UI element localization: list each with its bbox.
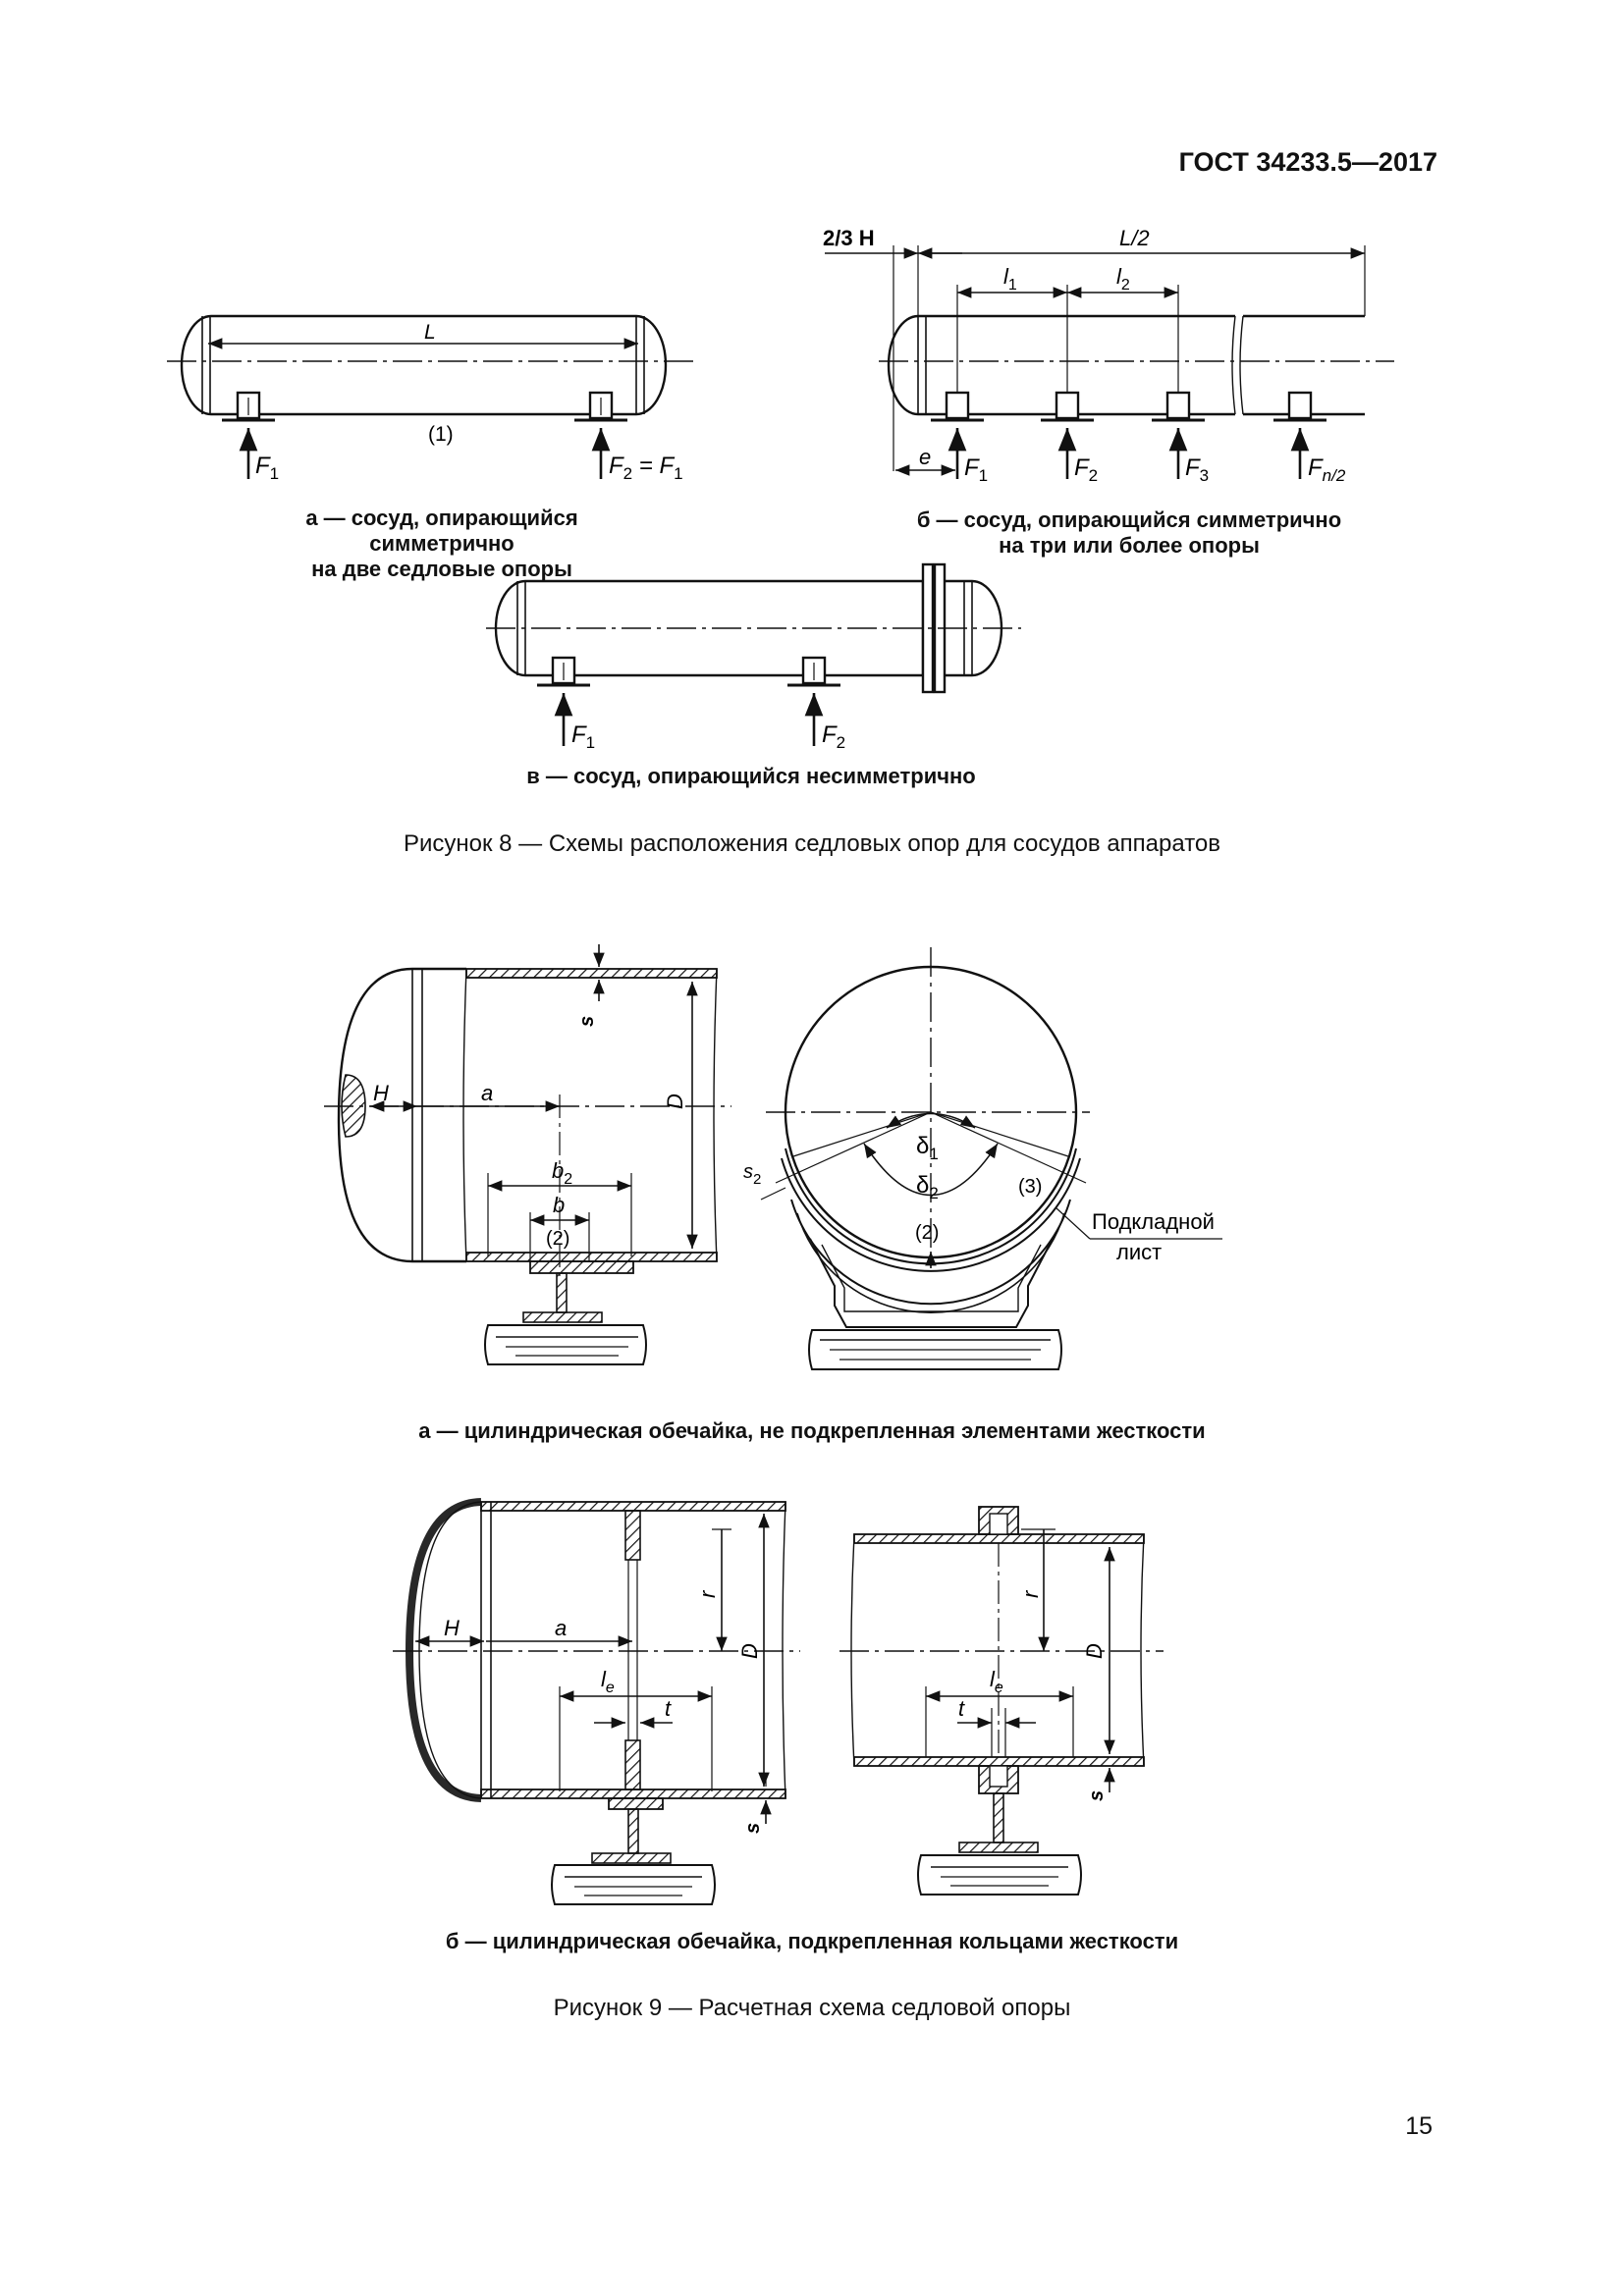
figure9b-side-view	[393, 1498, 800, 1905]
figure9a-cross-section	[760, 947, 1222, 1370]
svg-text:δ2: δ2	[916, 1172, 939, 1202]
force-F2-label: F	[609, 453, 624, 479]
dim-s-9b: s	[742, 1823, 764, 1834]
figure9a-side-view	[324, 944, 731, 1365]
svg-text:F2: F2	[822, 721, 845, 752]
svg-text:F3: F3	[1185, 454, 1209, 485]
dim-s-9a: s	[576, 1016, 598, 1027]
angle-delta1: δ	[916, 1133, 929, 1159]
dim-s2: s	[743, 1161, 753, 1183]
dim-le-ring: l	[990, 1667, 996, 1691]
figure9-title: Рисунок 9 — Расчетная схема седловой опо…	[553, 1995, 1071, 2021]
force-F2b: F	[1074, 454, 1090, 481]
svg-text:F1: F1	[571, 721, 595, 752]
svg-text:b2: b2	[552, 1158, 572, 1188]
dim-a-9a: a	[481, 1081, 493, 1105]
dim-t-ring: t	[958, 1696, 965, 1721]
standard-header: ГОСТ 34233.5—2017	[1178, 147, 1437, 177]
figure8b-drawing	[825, 245, 1394, 479]
figure9b-ring-view	[839, 1506, 1164, 1896]
svg-text:F2 = F1: F2 = F1	[609, 453, 683, 483]
pad-label-line1: Подкладной	[1092, 1209, 1215, 1234]
dim-b: b	[553, 1193, 565, 1217]
mark-1: (1)	[428, 423, 454, 446]
force-F1c: F	[571, 721, 587, 748]
force-Fn: F	[1308, 454, 1324, 481]
svg-text:l1: l1	[1003, 264, 1017, 294]
pad-label-line2: лист	[1116, 1240, 1162, 1264]
svg-text:F1: F1	[255, 453, 279, 483]
dim-D-9b: D	[737, 1643, 762, 1659]
mark-2-section: (2)	[915, 1222, 939, 1244]
caption-8b: б — сосуд, опирающийся симметрично на тр…	[916, 507, 1342, 558]
dim-s-ring: s	[1086, 1790, 1108, 1801]
svg-text:δ1: δ1	[916, 1133, 939, 1163]
dim-D-ring: D	[1082, 1643, 1107, 1659]
svg-text:le: le	[601, 1667, 615, 1696]
caption-9b: б — цилиндрическая обечайка, подкрепленн…	[445, 1929, 1179, 1953]
dim-H-9a: H	[373, 1081, 389, 1105]
force-F2c: F	[822, 721, 838, 748]
figure8-title: Рисунок 8 — Схемы расположения седловых …	[403, 830, 1221, 857]
mark-2: (2)	[546, 1228, 569, 1250]
dim-L-half: L/2	[1119, 226, 1150, 250]
mark-3: (3)	[1018, 1176, 1042, 1198]
svg-text:F2: F2	[1074, 454, 1098, 485]
dim-two-thirds-H: 2/3 H	[823, 226, 875, 250]
dim-r-ring: r	[1018, 1589, 1043, 1598]
page-number: 15	[1405, 2112, 1433, 2140]
figure8c-drawing	[486, 562, 1021, 746]
dim-t-9b: t	[665, 1696, 672, 1721]
svg-text:Fn/2: Fn/2	[1308, 454, 1346, 485]
svg-text:s2: s2	[743, 1161, 761, 1188]
dim-a-9b: a	[555, 1616, 567, 1640]
angle-delta2: δ	[916, 1172, 929, 1199]
caption-8a: а — сосуд, опирающийся симметрично на дв…	[305, 506, 578, 581]
dim-r-9b: r	[695, 1589, 720, 1598]
svg-text:le: le	[990, 1667, 1003, 1696]
dim-le-9b: l	[601, 1667, 607, 1691]
force-F1-label: F	[255, 453, 271, 479]
force-F3b: F	[1185, 454, 1201, 481]
figure8a-drawing	[167, 314, 697, 479]
caption-9a: а — цилиндрическая обечайка, не подкрепл…	[418, 1418, 1206, 1443]
dim-b2: b	[552, 1158, 564, 1183]
dim-D-9a: D	[663, 1094, 687, 1109]
force-F1b: F	[964, 454, 980, 481]
dim-l1: l	[1003, 264, 1009, 289]
dim-L: L	[424, 321, 436, 344]
dim-H-9b: H	[444, 1616, 460, 1640]
svg-text:F1: F1	[964, 454, 988, 485]
caption-8c: в — сосуд, опирающийся несимметрично	[526, 764, 976, 788]
svg-text:l2: l2	[1116, 264, 1130, 294]
dim-e: e	[919, 445, 931, 469]
dim-l2: l	[1116, 264, 1122, 289]
